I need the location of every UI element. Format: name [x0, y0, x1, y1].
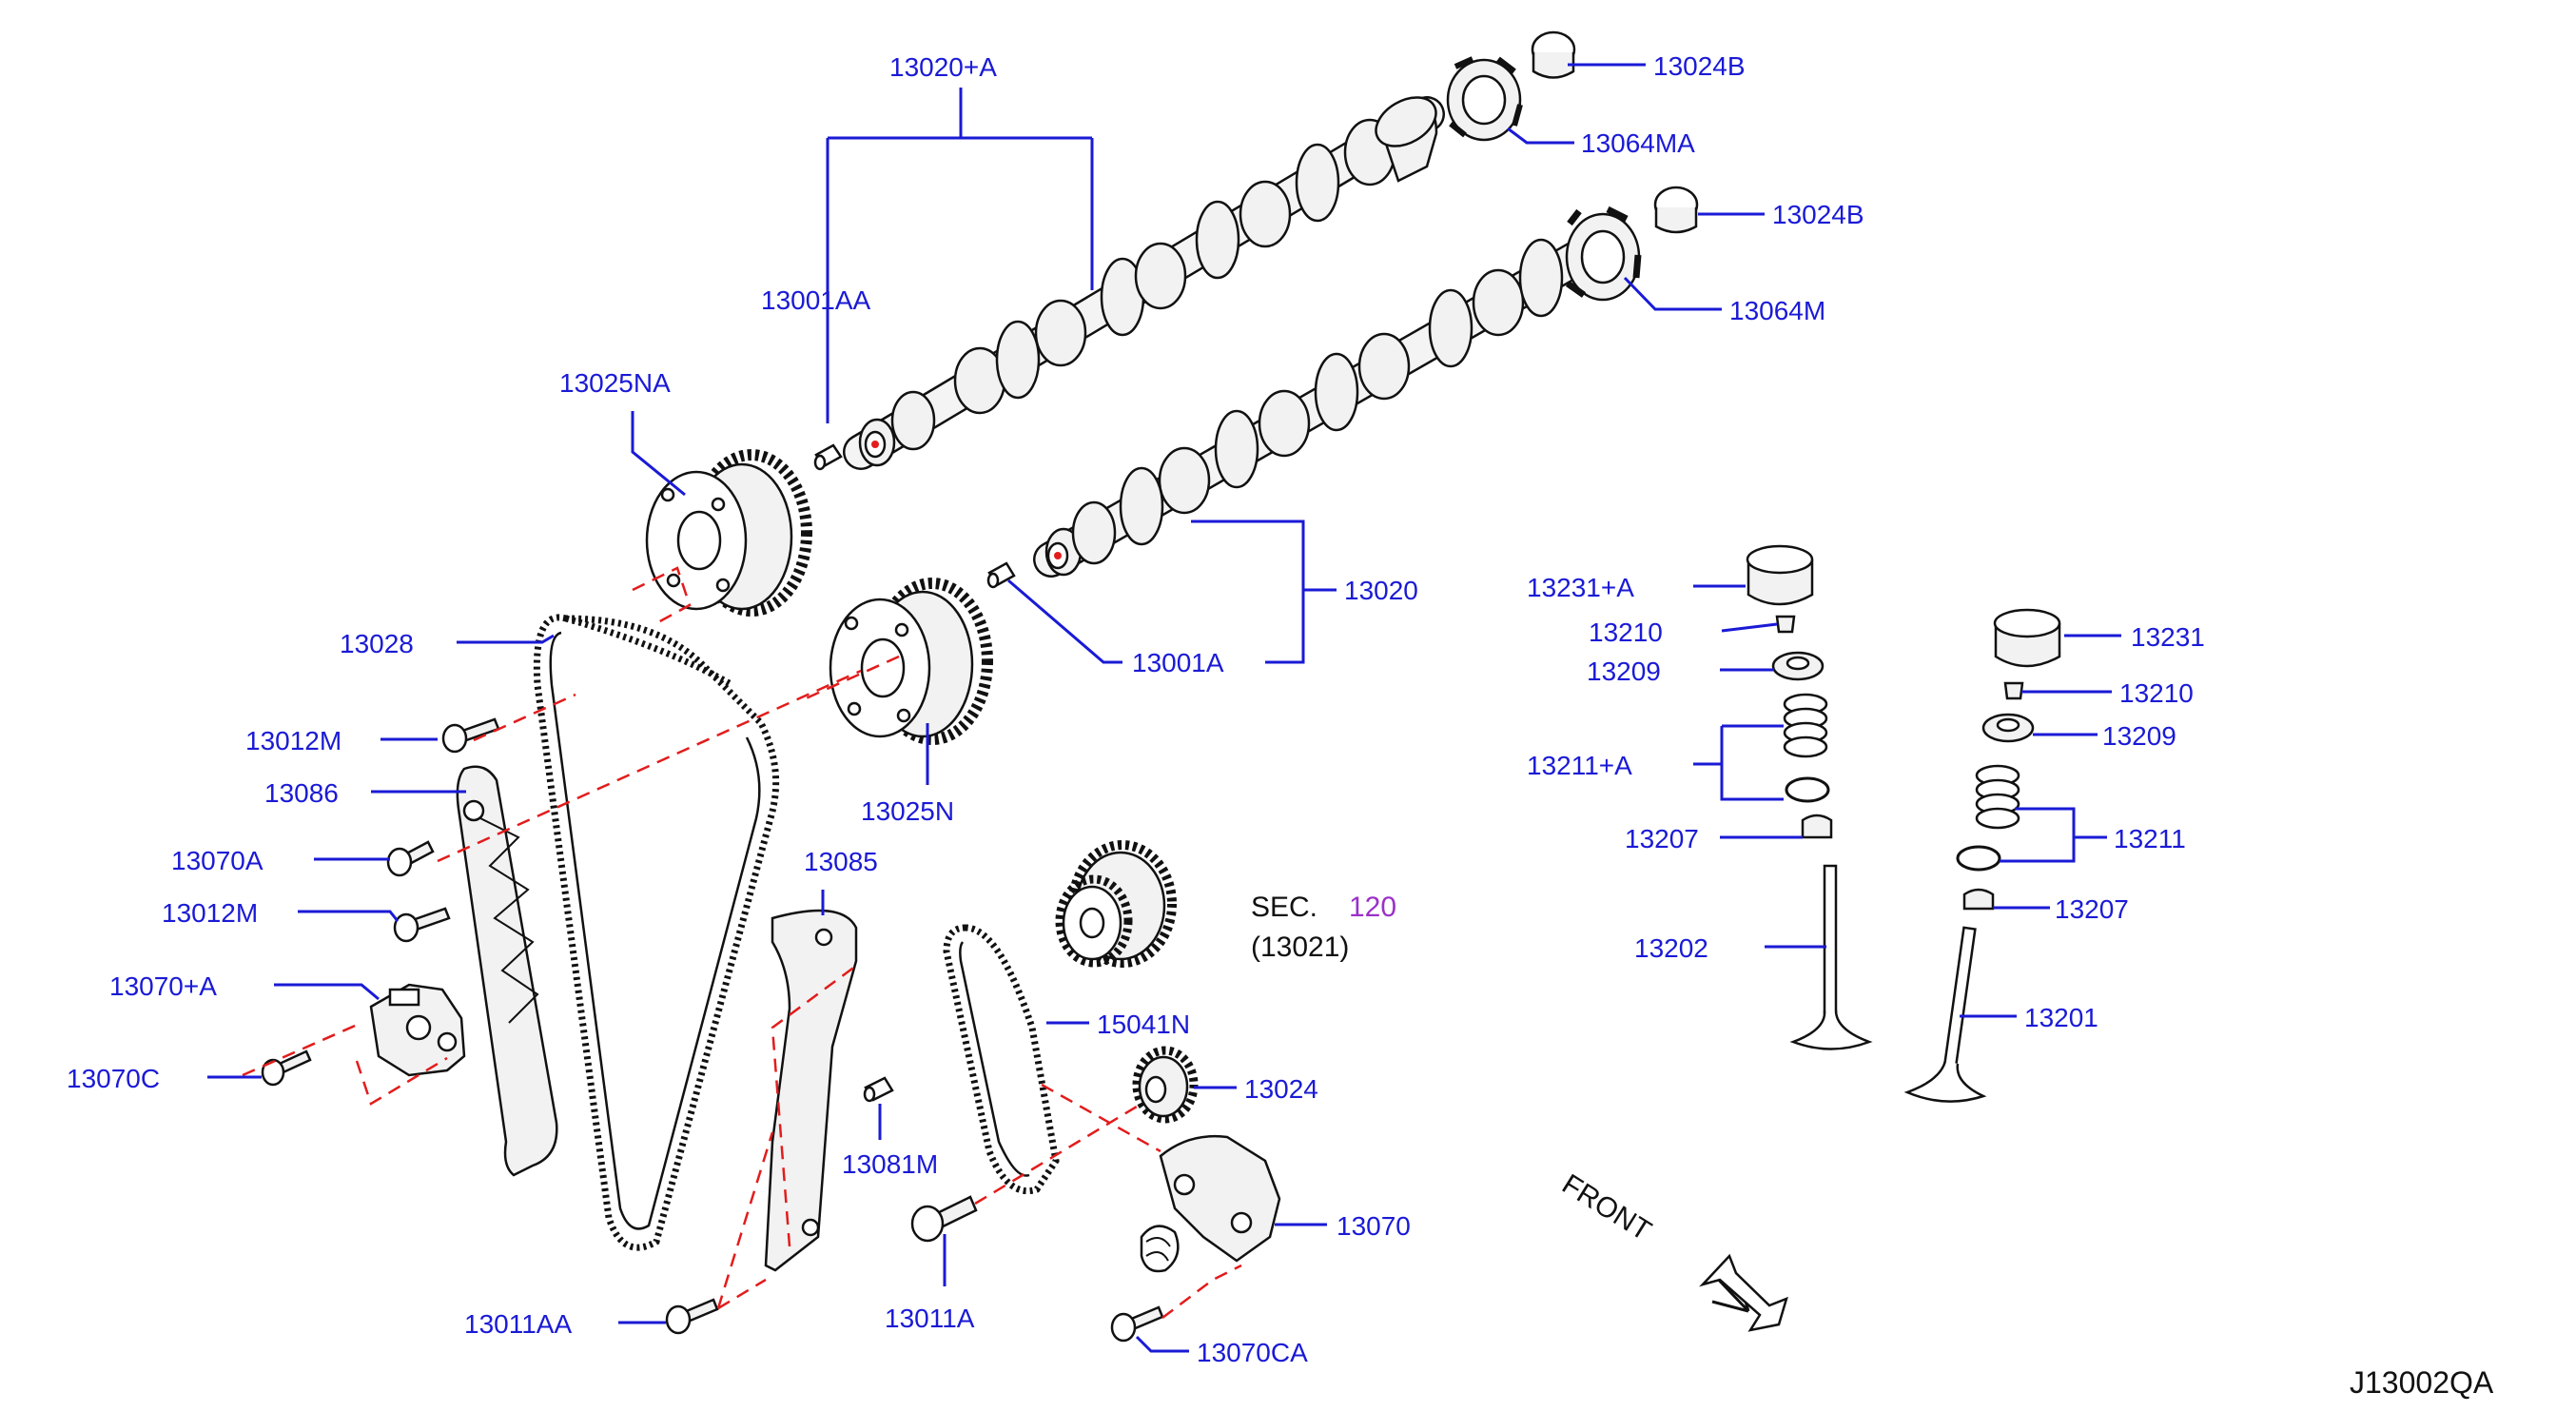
- section-reference[interactable]: SEC. 120 (13021): [1251, 892, 1396, 963]
- intake-camshaft-illustration: [843, 96, 1445, 470]
- chain-guide-13085-illustration: [764, 909, 858, 1272]
- dowel-pin-13001AA-illustration: [813, 443, 843, 471]
- label-13025NA[interactable]: 13025NA: [559, 368, 671, 398]
- front-direction-arrow-icon: [1699, 1253, 1788, 1332]
- dowel-pin-13081M-illustration: [863, 1076, 894, 1103]
- valve-lifter-13231plusA-illustration: [1746, 544, 1814, 606]
- label-13064M[interactable]: 13064M: [1729, 296, 1825, 325]
- label-13024B-upper[interactable]: 13024B: [1653, 51, 1746, 81]
- label-13020[interactable]: 13020: [1344, 576, 1418, 605]
- bolt-13070C-illustration: [261, 1049, 312, 1087]
- tensioner-13070plusA-illustration: [369, 983, 466, 1077]
- label-13211[interactable]: 13211: [2114, 824, 2186, 853]
- label-13011A[interactable]: 13011A: [885, 1304, 975, 1333]
- valve-13202-illustration: [1789, 864, 1873, 1050]
- plug-13024B-lower-illustration: [1653, 186, 1699, 234]
- bolt-13070CA-illustration: [1110, 1305, 1164, 1343]
- bolt-13070A-illustration: [386, 840, 435, 877]
- label-13207-left[interactable]: 13207: [1625, 824, 1699, 853]
- valve-13201-illustration: [1903, 926, 1987, 1103]
- bolt-13012M-upper-illustration: [441, 717, 500, 754]
- label-13086[interactable]: 13086: [264, 778, 339, 808]
- label-13020-plus-A[interactable]: 13020+A: [889, 52, 997, 82]
- label-13064MA[interactable]: 13064MA: [1581, 128, 1695, 158]
- label-13001A[interactable]: 13001A: [1132, 648, 1224, 677]
- label-13210-right[interactable]: 13210: [2119, 678, 2194, 708]
- label-13211-plus-A[interactable]: 13211+A: [1527, 751, 1632, 780]
- label-13210-left[interactable]: 13210: [1589, 618, 1663, 647]
- label-13207-right[interactable]: 13207: [2055, 894, 2129, 924]
- sec-subpart: (13021): [1251, 932, 1349, 963]
- leader-lines: [207, 63, 2121, 1353]
- bolt-13011AA-illustration: [665, 1298, 719, 1335]
- alignment-dashed-lines: [242, 566, 1242, 1319]
- label-13011AA[interactable]: 13011AA: [464, 1309, 572, 1339]
- label-13025N[interactable]: 13025N: [861, 796, 954, 826]
- diagram-id: J13002QA: [2350, 1365, 2494, 1400]
- collet-13210-left-illustration: [1775, 615, 1796, 634]
- signal-plate-13064MA-illustration: [1446, 56, 1523, 142]
- dowel-pin-13001A-illustration: [986, 561, 1016, 589]
- front-label: FRONT: [1556, 1168, 1656, 1247]
- label-13231-plus-A[interactable]: 13231+A: [1527, 573, 1634, 602]
- label-13209-right[interactable]: 13209: [2102, 721, 2176, 751]
- label-13001AA[interactable]: 13001AA: [761, 285, 871, 315]
- sprocket-13025N-illustration: [829, 578, 993, 745]
- secondary-chain-15041N-illustration: [943, 924, 1060, 1194]
- collet-13210-right-illustration: [2003, 681, 2024, 700]
- spring-13211plusA-illustration: [1783, 693, 1830, 803]
- label-13070A[interactable]: 13070A: [171, 846, 263, 875]
- label-13070C[interactable]: 13070C: [67, 1064, 160, 1093]
- valve-seal-13207-left-illustration: [1801, 814, 1833, 839]
- retainer-13209-left-illustration: [1771, 651, 1825, 681]
- label-13231[interactable]: 13231: [2131, 622, 2205, 652]
- timing-chain-13028-illustration: [533, 614, 780, 1251]
- valve-seal-13207-right-illustration: [1962, 888, 1995, 911]
- part-labels: 13020+A 13024B 13064MA 13024B 13001AA 13…: [67, 51, 2205, 1367]
- exhaust-camshaft-illustration: [1033, 238, 1597, 578]
- label-13070-plus-A[interactable]: 13070+A: [109, 971, 217, 1001]
- bolt-13012M-lower-illustration: [393, 907, 451, 943]
- label-13012M-lower[interactable]: 13012M: [162, 898, 258, 928]
- valve-lifter-13231-illustration: [1993, 608, 2061, 668]
- label-13201[interactable]: 13201: [2024, 1003, 2098, 1032]
- chain-guide-13086-illustration: [456, 765, 558, 1177]
- sec-number-link[interactable]: 120: [1349, 892, 1396, 923]
- label-13202[interactable]: 13202: [1634, 933, 1708, 963]
- spring-13211-illustration: [1956, 764, 2020, 872]
- retainer-13209-right-illustration: [1981, 713, 2035, 743]
- label-13024B-lower[interactable]: 13024B: [1772, 200, 1864, 229]
- label-15041N[interactable]: 15041N: [1097, 1010, 1190, 1039]
- sprocket-13025NA-illustration: [645, 449, 812, 617]
- bolt-13011A-illustration: [910, 1195, 978, 1243]
- label-13081M[interactable]: 13081M: [842, 1149, 938, 1179]
- sprocket-13021-illustration: [1055, 840, 1177, 968]
- label-13085[interactable]: 13085: [804, 847, 878, 876]
- sec-prefix: SEC.: [1251, 892, 1317, 923]
- label-13028[interactable]: 13028: [340, 629, 414, 658]
- label-13024[interactable]: 13024: [1244, 1074, 1318, 1104]
- label-13209-left[interactable]: 13209: [1587, 657, 1661, 686]
- label-13012M-upper[interactable]: 13012M: [245, 726, 342, 755]
- label-13070[interactable]: 13070: [1337, 1211, 1411, 1241]
- label-13070CA[interactable]: 13070CA: [1197, 1338, 1308, 1367]
- plug-13024B-upper-illustration: [1531, 30, 1576, 79]
- sprocket-13024-illustration: [1132, 1046, 1199, 1124]
- tensioner-13070-illustration: [1140, 1135, 1281, 1273]
- signal-plate-13064M-illustration: [1565, 206, 1642, 302]
